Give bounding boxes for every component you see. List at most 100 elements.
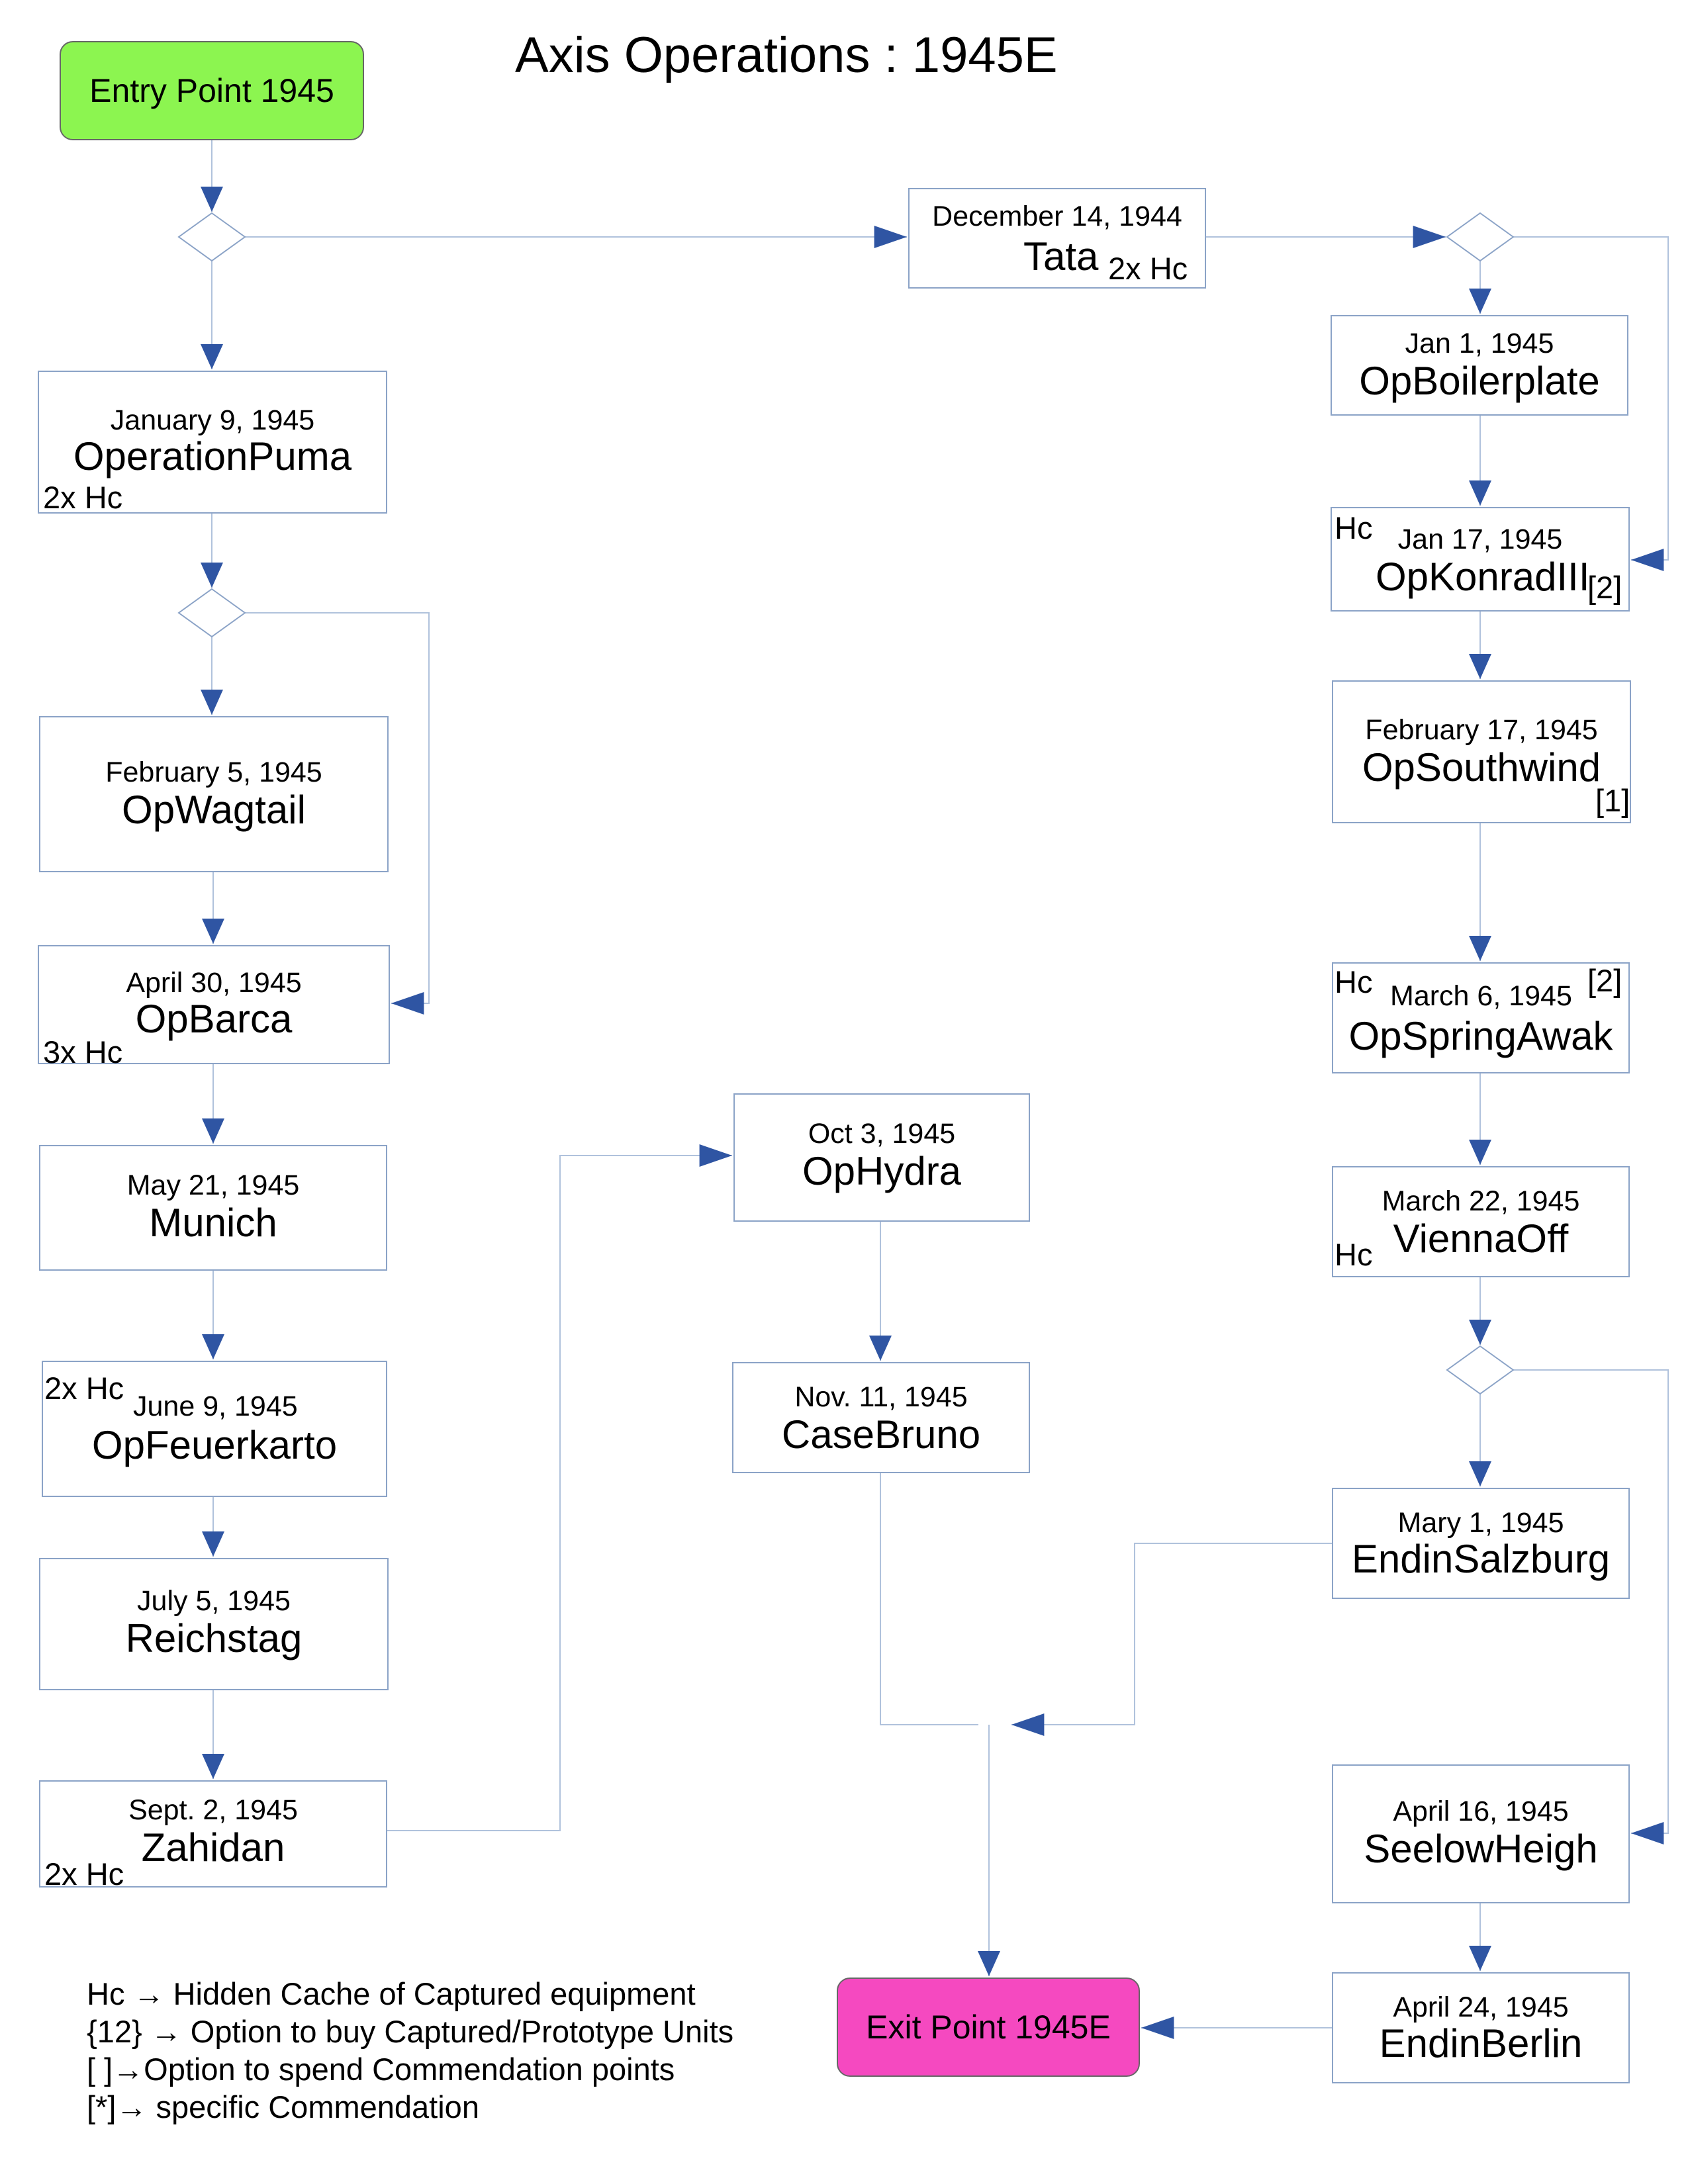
node-name: EndinBerlin — [1379, 2021, 1583, 2066]
decision-diamond-4 — [1446, 1345, 1515, 1395]
node-name: OpWagtail — [122, 788, 306, 832]
node-zahidan: Sept. 2, 1945 Zahidan 2x Hc — [39, 1780, 387, 1891]
legend-item-commendation-points: [ ]→Option to spend Commendation points — [87, 2052, 675, 2087]
node-date: Oct 3, 1945 — [808, 1118, 956, 1150]
conn-southwind-springawak-arrowhead — [1469, 936, 1491, 961]
node-name: SeelowHeigh — [1364, 1827, 1598, 1871]
conn-salzburg-merge — [1011, 1543, 1332, 1725]
conn-zahidan-hydra — [387, 1155, 732, 1831]
conn-d3-boilerplate-arrowhead — [1469, 289, 1491, 314]
node-op-hydra: Oct 3, 1945 OpHydra — [733, 1093, 1030, 1222]
node-date: March 22, 1945 — [1382, 1185, 1580, 1217]
commendation-note: [2] — [1587, 963, 1622, 998]
node-date: Nov. 11, 1945 — [794, 1381, 968, 1413]
conn-konrad-southwind-arrowhead — [1469, 654, 1491, 679]
node-tata: December 14, 1944 Tata 2x Hc — [908, 188, 1206, 289]
node-op-konrad-iii: Hc Jan 17, 1945 OpKonradIII [2] — [1331, 507, 1630, 612]
node-endin-salzburg: Mary 1, 1945 EndinSalzburg — [1332, 1488, 1630, 1599]
conn-viennaoff-d4-arrowhead — [1469, 1320, 1491, 1345]
conn-springawak-viennaoff-arrowhead — [1469, 1140, 1491, 1165]
node-name: OpKonradIII — [1376, 555, 1590, 599]
node-name: Munich — [149, 1201, 277, 1245]
hidden-cache-tag: Hc — [1335, 964, 1373, 999]
decision-diamond-3 — [1446, 212, 1515, 262]
legend: Hc → Hidden Cache of Captured equipment … — [87, 1975, 733, 2126]
commendation-note: [1] — [1595, 783, 1630, 818]
node-op-feuerkarto: 2x Hc June 9, 1945 OpFeuerkarto — [42, 1361, 387, 1497]
decision-diamond-2 — [177, 588, 246, 638]
node-name: CaseBruno — [781, 1412, 981, 1457]
node-name: OpBarca — [135, 997, 293, 1041]
conn-d4-salzburg-arrowhead — [1469, 1461, 1491, 1486]
node-date: Jan 1, 1945 — [1405, 328, 1554, 359]
exit-point: Exit Point 1945E — [837, 1978, 1140, 2077]
node-date: February 17, 1945 — [1365, 714, 1598, 746]
conn-zahidan-hydra-arrowhead — [699, 1144, 732, 1167]
node-name: OpSouthwind — [1362, 745, 1601, 790]
conn-feuerkarto-reichstag-arrowhead — [202, 1531, 224, 1557]
hidden-cache-tag: 2x Hc — [44, 1371, 124, 1406]
node-name: Zahidan — [141, 1825, 285, 1870]
exit-point-label: Exit Point 1945E — [866, 2009, 1111, 2046]
conn-d4-seelow-arrowhead — [1631, 1822, 1664, 1844]
conn-munich-feuerkarto-arrowhead — [202, 1334, 224, 1359]
conn-d1-tata-arrowhead — [874, 226, 907, 248]
node-date: Sept. 2, 1945 — [128, 1794, 298, 1826]
entry-point-label: Entry Point 1945 — [89, 72, 334, 109]
conn-casebruno-merge-arrowhead — [1011, 1713, 1045, 1736]
node-date: Jan 17, 1945 — [1397, 523, 1563, 555]
node-name: OpHydra — [802, 1149, 962, 1193]
conn-boilerplate-konrad-arrowhead — [1469, 480, 1491, 506]
commendation-note: [2] — [1587, 570, 1622, 605]
node-date: April 30, 1945 — [126, 967, 302, 999]
node-op-spring-awak: Hc March 6, 1945 [2] OpSpringAwak — [1332, 962, 1630, 1073]
node-endin-berlin: April 24, 1945 EndinBerlin — [1332, 1972, 1630, 2083]
node-date: June 9, 1945 — [133, 1390, 298, 1422]
node-date: March 6, 1945 — [1390, 980, 1572, 1012]
node-date: April 16, 1945 — [1393, 1796, 1569, 1827]
node-name: EndinSalzburg — [1351, 1537, 1611, 1581]
legend-item-specific-commendation: [*]→ specific Commendation — [87, 2089, 479, 2124]
conn-reichstag-zahidan-arrowhead — [202, 1754, 224, 1779]
conn-seelow-berlin-arrowhead — [1469, 1946, 1491, 1971]
conn-hydra-casebruno-arrowhead — [869, 1336, 892, 1361]
conn-wagtail-barca-arrowhead — [202, 919, 224, 944]
conn-barca-munich-arrowhead — [202, 1118, 224, 1144]
node-op-boilerplate: Jan 1, 1945 OpBoilerplate — [1331, 315, 1628, 416]
node-case-bruno: Nov. 11, 1945 CaseBruno — [732, 1362, 1030, 1473]
conn-d4-seelow — [1513, 1369, 1669, 1834]
node-op-southwind: February 17, 1945 OpSouthwind [1] — [1332, 680, 1631, 823]
conn-d3-konrad-arrowhead — [1631, 549, 1664, 571]
node-name: Tata — [1023, 234, 1099, 279]
conn-entry-d1-arrowhead — [201, 187, 223, 212]
hidden-cache-tag: 2x Hc — [44, 1856, 124, 1891]
decision-diamond-1 — [177, 212, 246, 262]
node-munich: May 21, 1945 Munich — [39, 1145, 387, 1271]
conn-puma-d2-arrowhead — [201, 563, 223, 588]
conn-d2-wagtail-arrowhead — [201, 690, 223, 715]
node-date: January 9, 1945 — [110, 404, 315, 436]
node-date: May 21, 1945 — [126, 1169, 300, 1201]
conn-casebruno-merge — [880, 1473, 978, 1725]
node-date: April 24, 1945 — [1393, 1991, 1569, 2023]
node-name: OpFeuerkarto — [91, 1423, 338, 1467]
node-date: December 14, 1944 — [932, 201, 1182, 232]
node-name: OperationPuma — [73, 434, 352, 478]
node-seelow-heigh: April 16, 1945 SeelowHeigh — [1332, 1764, 1630, 1903]
node-op-barca: April 30, 1945 OpBarca 3x Hc — [38, 945, 390, 1068]
conn-merge-exit-arrowhead — [978, 1951, 1000, 1976]
node-op-wagtail: February 5, 1945 OpWagtail — [39, 716, 389, 872]
node-date: Mary 1, 1945 — [1397, 1507, 1564, 1539]
page-title: Axis Operations : 1945E — [515, 27, 1058, 83]
legend-item-buy-units: {12} → Option to buy Captured/Prototype … — [87, 2014, 734, 2049]
node-name: OpBoilerplate — [1359, 359, 1600, 403]
node-vienna-off: March 22, 1945 ViennaOff Hc — [1332, 1166, 1630, 1277]
hidden-cache-tag: 3x Hc — [43, 1034, 123, 1069]
entry-point: Entry Point 1945 — [60, 41, 364, 140]
hidden-cache-tag: 2x Hc — [43, 480, 123, 515]
node-reichstag: July 5, 1945 Reichstag — [39, 1558, 389, 1690]
legend-item-hidden-cache: Hc → Hidden Cache of Captured equipment — [87, 1976, 696, 2011]
node-date: July 5, 1945 — [137, 1585, 291, 1617]
hidden-cache-tag: Hc — [1335, 1237, 1373, 1272]
